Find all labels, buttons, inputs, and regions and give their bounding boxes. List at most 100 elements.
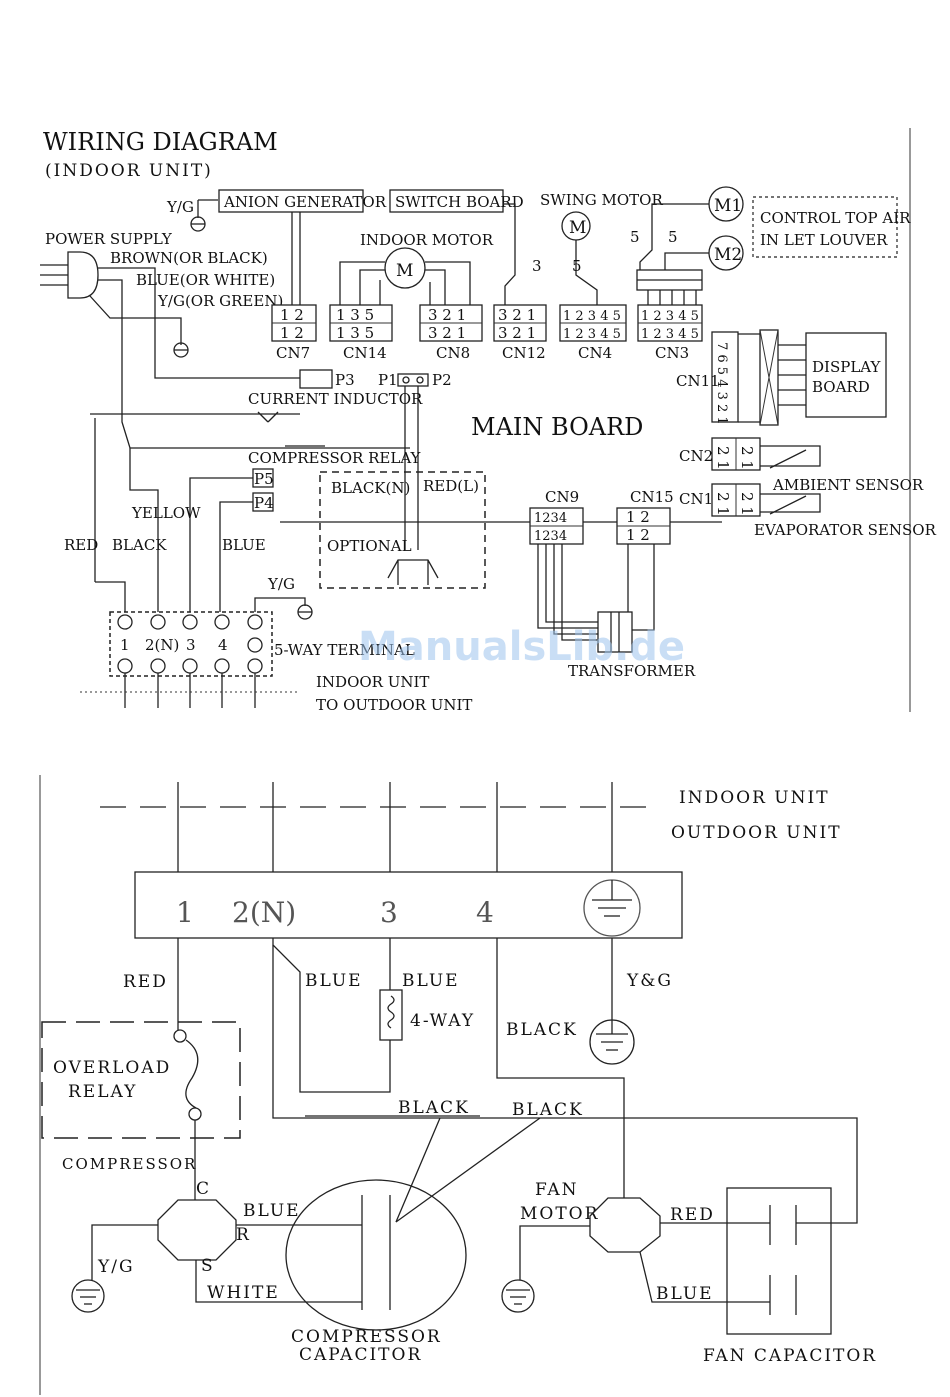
switch-board-label: SWITCH BOARD: [395, 193, 524, 211]
anion-generator-label: ANION GENERATOR: [223, 193, 387, 211]
diagram-subtitle: (INDOOR UNIT): [45, 161, 213, 181]
indoor-motor-icon: M: [384, 247, 426, 289]
blue-wire-label-1: BLUE: [305, 971, 363, 991]
svg-text:1: 1: [120, 636, 130, 654]
display-board-label-2: BOARD: [812, 378, 870, 396]
compressor-capacitor-label-1: COMPRESSOR: [291, 1327, 442, 1347]
display-board-label-1: DISPLAY: [812, 358, 882, 376]
svg-text:3: 3: [186, 636, 196, 654]
svg-text:2(N): 2(N): [232, 896, 296, 929]
outdoor-unit-label: OUTDOOR UNIT: [671, 823, 842, 843]
connector-cn8: 3 2 1 3 2 1 CN8: [419, 304, 483, 362]
indoor-unit-note: INDOOR UNIT: [316, 673, 429, 691]
indoor-motor-label: INDOOR MOTOR: [360, 231, 494, 249]
cn1-label: CN1: [679, 490, 713, 508]
svg-text:CN7: CN7: [276, 344, 310, 362]
ground-icon: [297, 604, 313, 620]
svg-text:2 1: 2 1: [738, 446, 756, 470]
p5-label: P5: [254, 470, 274, 488]
compressor-capacitor-icon: [285, 1179, 467, 1331]
svg-text:1 2: 1 2: [626, 508, 650, 526]
ground-icon: [501, 1279, 535, 1313]
ground-icon: [589, 1019, 635, 1065]
fan-motor-icon: [589, 1197, 661, 1253]
current-inductor-label: CURRENT INDUCTOR: [248, 390, 423, 408]
svg-text:4: 4: [218, 636, 228, 654]
m1-motor-icon: M1: [708, 186, 744, 222]
svg-text:2(N): 2(N): [145, 636, 179, 654]
wire-count-5: 5: [572, 257, 582, 275]
outdoor-terminal-block: [134, 871, 683, 939]
red-fan-label: RED: [670, 1205, 715, 1225]
fan-motor-label-1: FAN: [535, 1180, 578, 1200]
white-wire-label: WHITE: [207, 1283, 280, 1303]
overload-relay-box: [41, 1021, 241, 1139]
black-wire-label-mid1: BLACK: [398, 1098, 470, 1118]
blue-white-wire-label: BLUE(OR WHITE): [136, 271, 275, 289]
svg-text:1 2 3 4 5: 1 2 3 4 5: [563, 327, 621, 342]
five-way-terminal: 1 2(N) 3 4: [109, 611, 273, 708]
svg-text:1 2: 1 2: [280, 324, 304, 342]
s-terminal-label: S: [201, 1256, 213, 1276]
svg-text:CN4: CN4: [578, 344, 612, 362]
svg-text:3 2 1: 3 2 1: [428, 306, 466, 324]
p3-label: P3: [335, 371, 355, 389]
power-supply-label: POWER SUPPLY: [45, 230, 173, 248]
connector-cn12: 3 2 1 3 2 1 CN12: [493, 304, 547, 362]
svg-text:1 2 3 4 5: 1 2 3 4 5: [641, 327, 699, 342]
p4-label: P4: [254, 494, 274, 512]
svg-text:3: 3: [380, 896, 398, 929]
svg-text:CN8: CN8: [436, 344, 470, 362]
yg-amp-label: Y&G: [626, 971, 673, 991]
r-terminal-label: R: [236, 1225, 250, 1245]
red-wire-label: RED: [123, 972, 168, 992]
cn9-label: CN9: [545, 488, 579, 506]
fan-capacitor-icon: [726, 1187, 832, 1335]
compressor-capacitor-label-2: CAPACITOR: [299, 1345, 422, 1365]
four-way-valve-icon: [379, 989, 403, 1041]
fan-capacitor-label: FAN CAPACITOR: [703, 1346, 877, 1366]
svg-text:1 2: 1 2: [280, 306, 304, 324]
svg-text:M: M: [396, 261, 413, 281]
svg-text:1 3 5: 1 3 5: [336, 324, 374, 342]
svg-text:2 1: 2 1: [738, 492, 756, 516]
indoor-unit-label: INDOOR UNIT: [679, 788, 830, 808]
switch-board-box: [389, 189, 504, 213]
p1-label: P1: [378, 371, 398, 389]
louver-box: [752, 196, 898, 258]
svg-text:1234: 1234: [534, 529, 567, 544]
blue-wire-label: BLUE: [222, 536, 266, 554]
svg-text:2 1: 2 1: [714, 492, 732, 516]
svg-text:1234: 1234: [534, 511, 567, 526]
yg-top-label: Y/G: [166, 198, 194, 216]
connector-cn7: 1 2 1 2 CN7: [271, 304, 317, 362]
swing-motor-icon: M: [561, 211, 591, 241]
c-terminal-label: C: [196, 1179, 209, 1199]
blue-comp-label: BLUE: [243, 1201, 301, 1221]
watermark: ManualsLib.de: [358, 624, 685, 670]
to-outdoor-unit-note: TO OUTDOOR UNIT: [316, 696, 472, 714]
red-wire-label: RED: [64, 536, 98, 554]
m2-motor-icon: M2: [708, 235, 744, 271]
transformer-label: TRANSFORMER: [568, 662, 696, 680]
svg-text:2 1: 2 1: [714, 446, 732, 470]
svg-text:CN11: CN11: [676, 372, 720, 390]
indoor-wiring-diagram: WIRING DIAGRAM (INDOOR UNIT) Y/G ANION G…: [40, 128, 937, 714]
blue-fan-label: BLUE: [656, 1284, 714, 1304]
svg-text:CN14: CN14: [343, 344, 387, 362]
yg-green-wire-label: Y/G(OR GREEN): [157, 292, 283, 310]
yg-ground-label: Y/G: [267, 575, 295, 593]
svg-text:4: 4: [476, 896, 494, 929]
power-plug-icon: [40, 251, 99, 299]
anion-generator-box: [218, 189, 364, 213]
louver-label-2: IN LET LOUVER: [760, 231, 888, 249]
connector-cn3: 1 2 3 4 5 1 2 3 4 5 CN3: [637, 304, 703, 362]
wire-count-5b: 5: [630, 228, 640, 246]
connector-cn11: 7 6 5 4 3 2 1 CN11: [676, 331, 739, 425]
black-wire-label: BLACK: [112, 536, 167, 554]
fan-motor-label-2: MOTOR: [520, 1204, 599, 1224]
connector-cn14: 1 3 5 1 3 5 CN14: [329, 304, 393, 362]
compressor-label: COMPRESSOR: [62, 1155, 197, 1173]
display-board-box: [805, 332, 887, 418]
svg-text:1 2: 1 2: [626, 526, 650, 544]
